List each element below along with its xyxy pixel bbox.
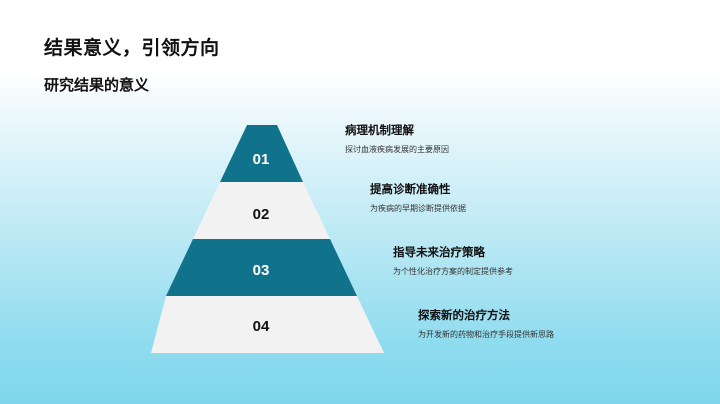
slide-subtitle: 研究结果的意义 xyxy=(44,76,150,94)
level-number-4: 04 xyxy=(252,318,270,335)
level-title: 提高诊断准确性 xyxy=(370,182,451,196)
level-number-2: 02 xyxy=(252,206,270,223)
pyramid-level-4 xyxy=(151,296,384,353)
level-desc: 为开发新的药物和治疗手段提供新思路 xyxy=(418,330,554,339)
level-desc: 为疾病的早期诊断提供依据 xyxy=(370,204,466,213)
level-number-1: 01 xyxy=(252,151,270,168)
level-desc: 探讨血液疾病发展的主要原因 xyxy=(345,145,449,154)
level-title: 病理机制理解 xyxy=(345,123,414,137)
level-text-1: 病理机制理解 探讨血液疾病发展的主要原因 xyxy=(345,122,449,155)
level-text-2: 提高诊断准确性 为疾病的早期诊断提供依据 xyxy=(370,181,466,214)
level-desc: 为个性化治疗方案的制定提供参考 xyxy=(393,267,513,276)
pyramid-level-2 xyxy=(193,182,330,239)
level-text-4: 探索新的治疗方法 为开发新的药物和治疗手段提供新思路 xyxy=(418,307,554,340)
level-text-3: 指导未来治疗策略 为个性化治疗方案的制定提供参考 xyxy=(393,244,513,277)
pyramid-level-3 xyxy=(166,239,357,296)
level-number-3: 03 xyxy=(252,262,270,279)
level-title: 指导未来治疗策略 xyxy=(393,245,485,259)
slide-title: 结果意义，引领方向 xyxy=(44,37,220,59)
level-title: 探索新的治疗方法 xyxy=(418,308,510,322)
pyramid-level-1 xyxy=(220,125,303,182)
